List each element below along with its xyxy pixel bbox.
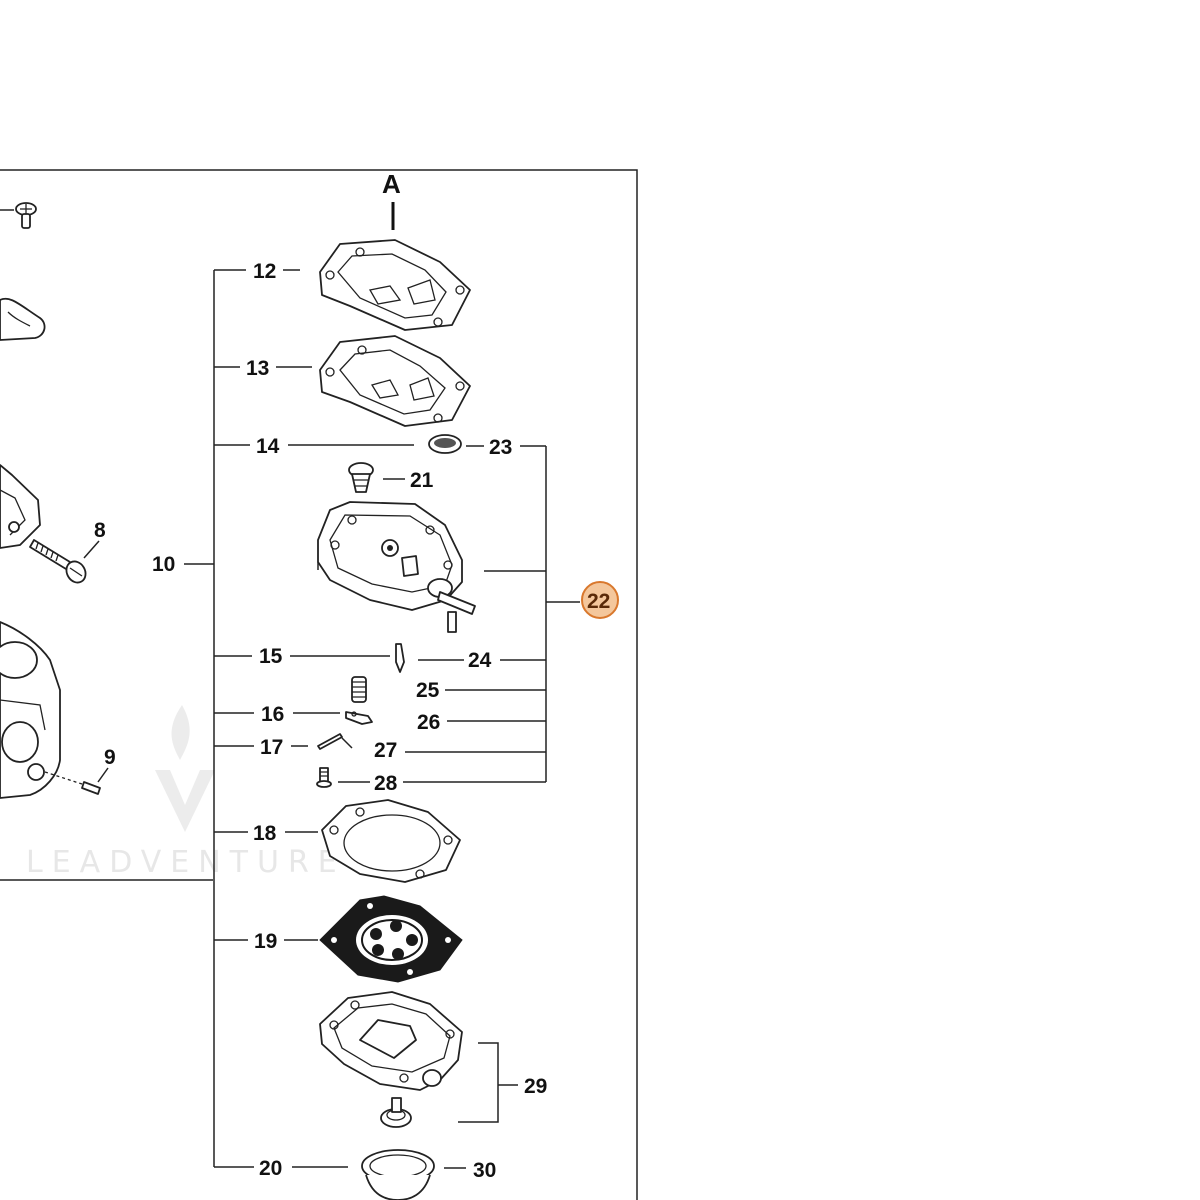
group-10-bracket <box>184 269 254 1168</box>
part-label-30[interactable]: 30 <box>473 1159 496 1182</box>
part-label-9[interactable]: 9 <box>104 746 116 769</box>
left-partial-parts <box>0 202 109 799</box>
pump-body-22 <box>317 501 476 633</box>
primer-bulb-30 <box>292 1149 466 1200</box>
gasket-18 <box>285 799 461 883</box>
check-valve-29 <box>380 1097 412 1128</box>
watermark-text: LEADVENTURE <box>26 845 346 880</box>
highlight-22-circle[interactable] <box>581 581 619 619</box>
part-label-27[interactable]: 27 <box>374 739 397 762</box>
part-label-17[interactable]: 17 <box>260 736 283 759</box>
spring-25 <box>351 676 367 703</box>
pin-27 <box>291 733 353 750</box>
part-label-21[interactable]: 21 <box>410 469 434 492</box>
part-label-23[interactable]: 23 <box>489 436 512 459</box>
screen-23 <box>428 434 484 454</box>
section-label-a: A <box>382 169 401 199</box>
group-29-bracket <box>458 1042 518 1123</box>
valve-21 <box>348 462 405 493</box>
part-label-18[interactable]: 18 <box>253 822 277 845</box>
part-label-26[interactable]: 26 <box>417 711 440 734</box>
screw-28 <box>316 767 370 788</box>
part-label-20[interactable]: 20 <box>259 1157 282 1180</box>
part-label-13[interactable]: 13 <box>246 357 269 380</box>
diaphragm-19 <box>284 895 463 983</box>
gasket-13 <box>276 335 471 427</box>
part-label-25[interactable]: 25 <box>416 679 440 702</box>
part-label-10[interactable]: 10 <box>152 553 175 576</box>
part-label-22[interactable]: 22 <box>587 590 610 613</box>
needle-24 <box>290 643 464 673</box>
part-label-29[interactable]: 29 <box>524 1075 547 1098</box>
part-label-16[interactable]: 16 <box>261 703 284 726</box>
part-label-8[interactable]: 8 <box>94 519 106 542</box>
part-label-28[interactable]: 28 <box>374 772 398 795</box>
part-label-15[interactable]: 15 <box>259 645 283 668</box>
diagram-frame <box>0 169 638 1200</box>
gasket-12 <box>283 239 471 331</box>
part-label-19[interactable]: 19 <box>254 930 277 953</box>
lever-26 <box>293 711 373 725</box>
group-22-bracket <box>403 445 580 783</box>
pump-cover-29 <box>319 991 463 1091</box>
part-label-24[interactable]: 24 <box>468 649 492 672</box>
part-label-14[interactable]: 14 <box>256 435 280 458</box>
watermark-logo: LEADVENTURE <box>26 705 346 880</box>
part-label-12[interactable]: 12 <box>253 260 276 283</box>
